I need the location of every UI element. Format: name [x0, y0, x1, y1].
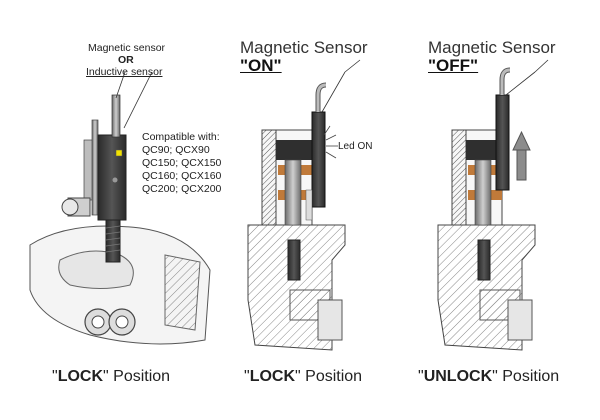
compatible-line-1: QC90; QCX90	[142, 144, 210, 156]
compatible-line-2: QC150; QCX150	[142, 157, 222, 169]
left-panel: Magnetic sensor OR Inductive sensor Comp…	[0, 0, 221, 420]
sensor-label-magnetic: Magnetic sensor	[88, 42, 166, 54]
caption-middle-quote: "	[244, 368, 250, 385]
caption-right: "UNLOCK" Position	[418, 368, 559, 386]
up-arrow-icon	[512, 130, 531, 181]
caption-middle-rest: " Position	[295, 368, 363, 385]
compatible-line-4: QC200; QCX200	[142, 183, 222, 195]
right-state: "OFF"	[428, 56, 479, 75]
caption-middle: "LOCK" Position	[244, 368, 362, 386]
middle-section-illustration	[247, 59, 361, 351]
compatible-title: Compatible with:	[142, 131, 220, 143]
middle-title: Magnetic Sensor	[240, 38, 368, 57]
caption-left-rest: " Position	[103, 368, 171, 385]
middle-state: "ON"	[240, 56, 282, 75]
caption-left-bold: LOCK	[57, 368, 104, 385]
led-on-label: Led ON	[338, 141, 373, 152]
sensor-label-inductive: Inductive sensor	[86, 66, 163, 78]
caption-right-bold: UNLOCK	[423, 368, 493, 385]
caption-right-quote: "	[418, 368, 424, 385]
right-title: Magnetic Sensor	[428, 38, 556, 57]
left-sensor-illustration	[29, 71, 211, 345]
middle-panel: Magnetic Sensor "ON" Led ON "LOCK" Posit…	[200, 0, 400, 420]
caption-right-rest: " Position	[492, 368, 560, 385]
caption-left: "LOCK" Position	[52, 368, 170, 386]
caption-left-quote: "	[52, 368, 58, 385]
right-panel: Magnetic Sensor "OFF" "UNLOCK" Position	[400, 0, 600, 420]
right-section-illustration	[437, 59, 549, 351]
caption-middle-bold: LOCK	[249, 368, 296, 385]
compatible-line-3: QC160; QCX160	[142, 170, 222, 182]
sensor-label-or: OR	[118, 54, 134, 66]
